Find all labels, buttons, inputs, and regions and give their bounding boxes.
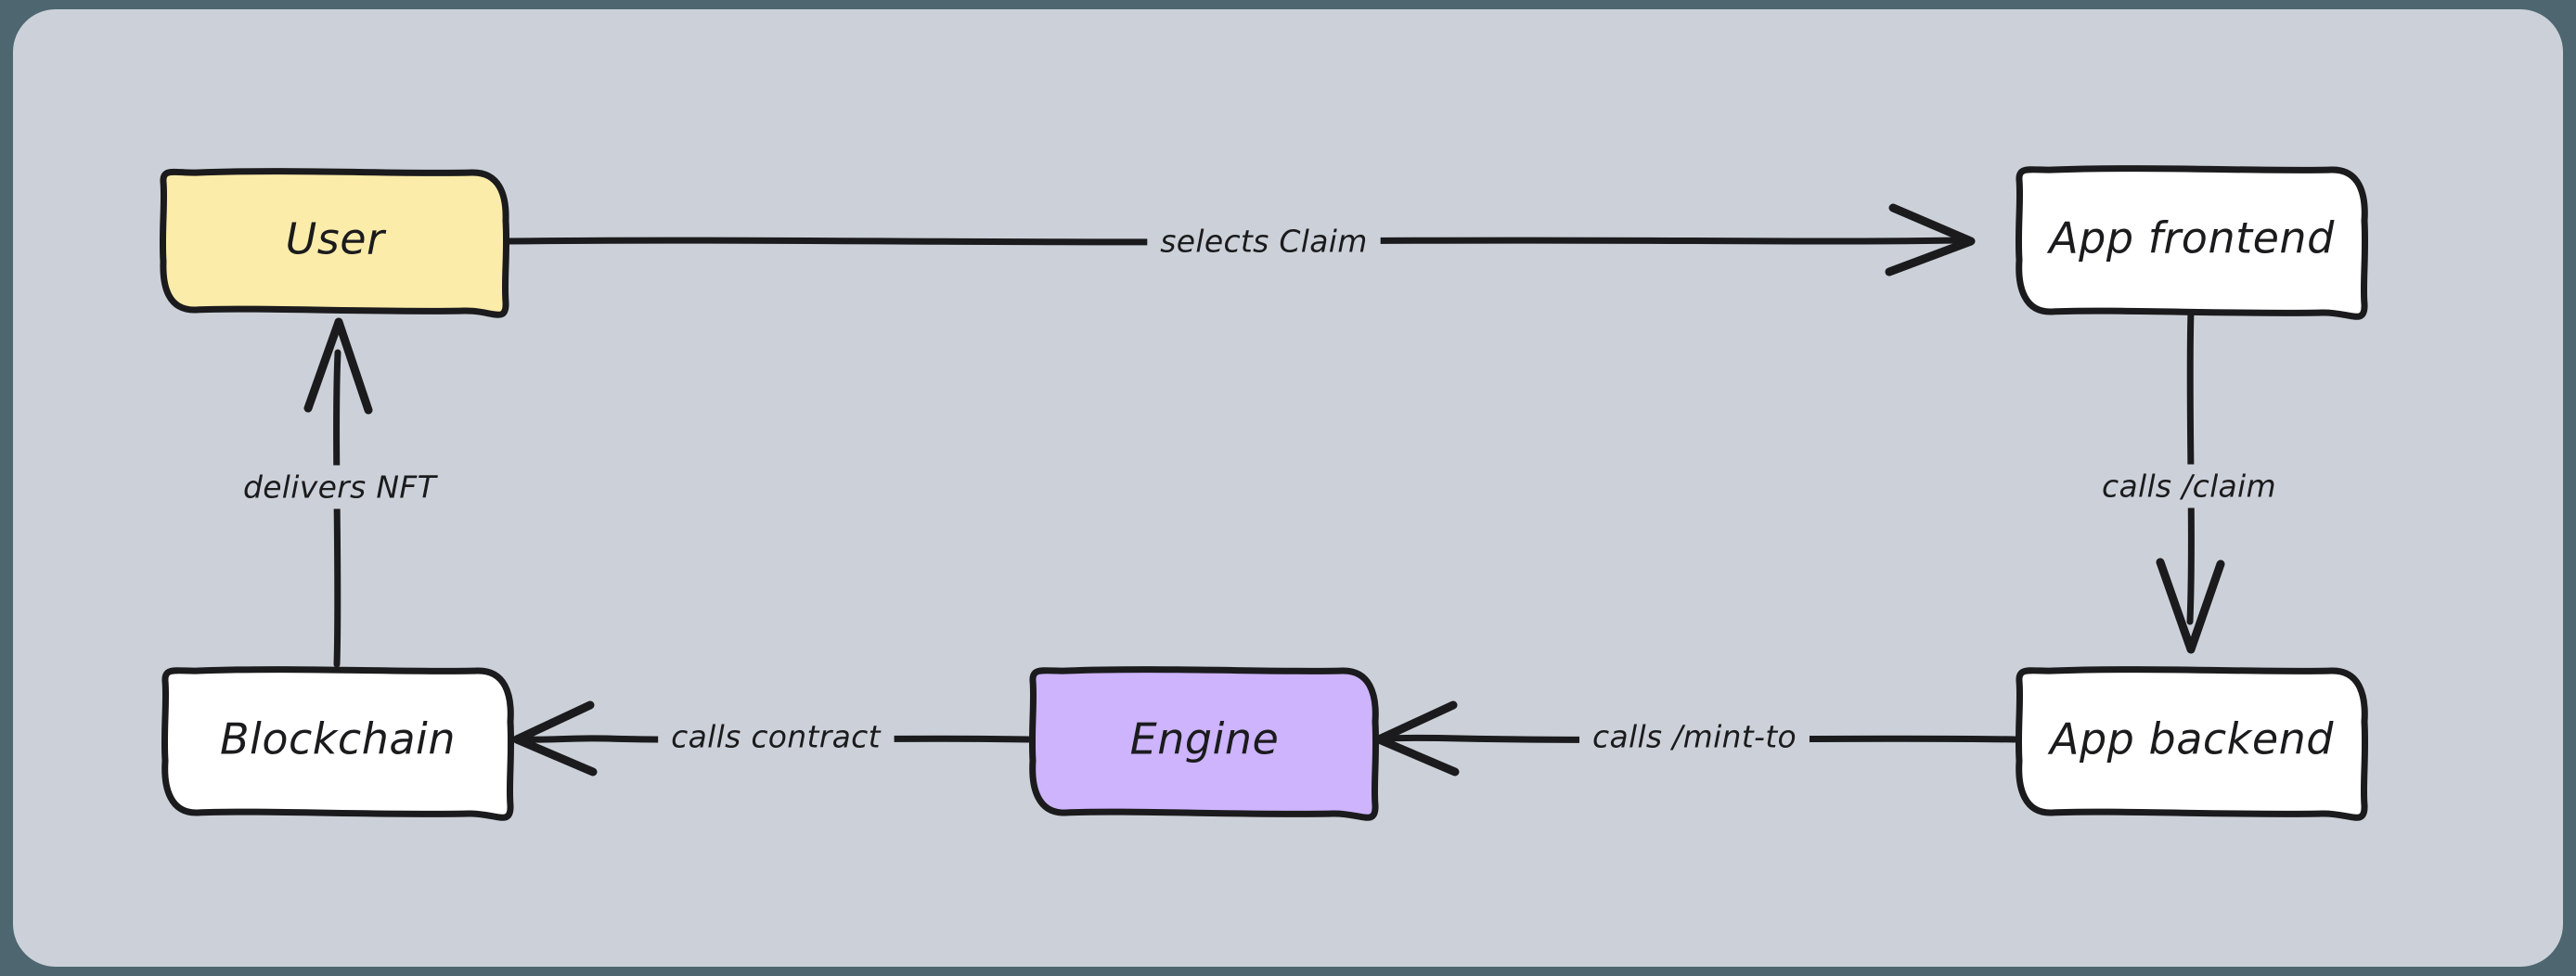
arrowhead-down-app-backend	[2156, 558, 2225, 654]
node-app-backend[interactable]: App backend	[2015, 666, 2369, 821]
edge-label-bg-calls-mint-to	[1579, 714, 1810, 759]
node-user-shape[interactable]	[159, 168, 510, 318]
node-engine-label: Engine	[1130, 714, 1280, 764]
node-app-backend-shape[interactable]	[2015, 666, 2369, 821]
edge-app-frontend-to-app-backend: calls /claim	[2089, 308, 2289, 654]
edge-engine-to-blockchain: calls contract	[512, 700, 1032, 777]
node-app-frontend-shape[interactable]	[2015, 165, 2369, 320]
node-app-frontend-label: App frontend	[2046, 213, 2335, 263]
arrowhead-left-blockchain	[512, 700, 598, 777]
edge-user-to-app-frontend: selects Claim	[503, 203, 1976, 276]
diagram-panel: selects Claim calls /claim calls /mint-t…	[13, 9, 2563, 967]
edge-label-calls-mint-to: calls /mint-to	[1592, 719, 1797, 755]
edge-label-bg-calls-claim	[2089, 464, 2289, 508]
arrowhead-up-user	[303, 317, 373, 415]
node-engine-shape[interactable]	[1028, 666, 1380, 821]
node-blockchain[interactable]: Blockchain	[161, 666, 515, 821]
node-app-backend-label: App backend	[2047, 714, 2334, 764]
edge-blockchain-to-user: delivers NFT	[229, 317, 452, 668]
node-app-frontend[interactable]: App frontend	[2015, 165, 2369, 320]
arrowhead-left-engine	[1374, 700, 1460, 777]
node-user[interactable]: User	[159, 168, 510, 318]
edge-label-selects-claim: selects Claim	[1160, 224, 1367, 260]
edge-label-bg-calls-contract	[658, 714, 895, 759]
edge-label-delivers-nft: delivers NFT	[243, 469, 439, 506]
edge-label-bg-delivers-nft	[229, 465, 452, 509]
node-engine[interactable]: Engine	[1028, 666, 1380, 821]
flowchart-svg: selects Claim calls /claim calls /mint-t…	[159, 165, 2369, 821]
edge-app-backend-to-engine: calls /mint-to	[1371, 700, 2018, 777]
edge-label-calls-claim: calls /claim	[2102, 469, 2276, 505]
edge-label-calls-contract: calls contract	[671, 719, 881, 755]
node-blockchain-label: Blockchain	[220, 714, 456, 764]
edge-label-bg-selects-claim	[1147, 219, 1381, 263]
node-user-label: User	[286, 214, 387, 264]
arrowhead-right-app-frontend	[1885, 203, 1976, 276]
node-blockchain-shape[interactable]	[161, 666, 515, 821]
